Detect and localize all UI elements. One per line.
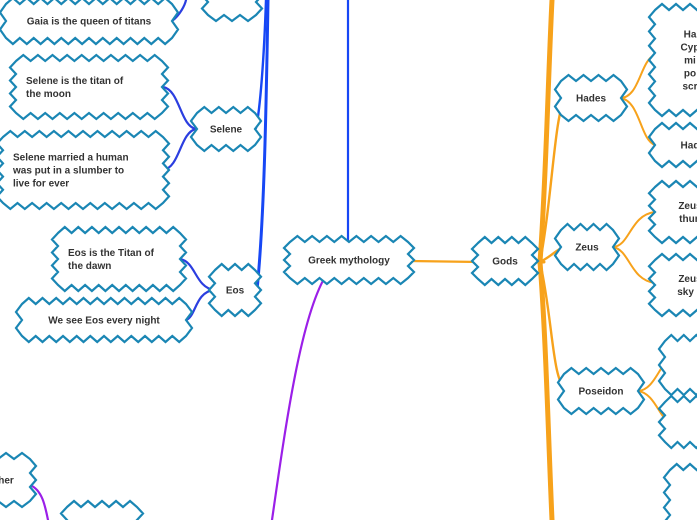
node-label: mi (684, 56, 696, 67)
selene-to-moon-connector (161, 85, 198, 131)
node-shape (647, 121, 697, 169)
node-shape (50, 225, 188, 293)
node-label: the dawn (68, 261, 111, 272)
node-gaia-queen[interactable]: Gaia is the queen of titans (0, 0, 180, 46)
node-gods[interactable]: Gods (470, 235, 540, 287)
root-to-bottom-connector (270, 275, 327, 520)
node-selene-married[interactable]: Selene married a human was put in a slumb… (0, 129, 171, 211)
node-shape (282, 234, 416, 286)
node-label: Greek mythology (308, 256, 390, 267)
hades-to-fact2-connector (619, 97, 656, 146)
node-label: sky g (677, 287, 697, 298)
node-label: was put in a slumber to (12, 166, 124, 177)
node-shape (556, 366, 646, 416)
node-label: her (0, 476, 14, 487)
node-label: Hades (576, 94, 606, 105)
node-label: scr (682, 82, 697, 93)
node-zeus-fact-1[interactable]: Zeus thun (647, 179, 697, 245)
node-label: Ha (684, 30, 697, 41)
node-eos[interactable]: Eos (207, 262, 263, 318)
node-shape (189, 105, 263, 153)
zeus-to-fact1-connector (612, 211, 656, 248)
node-shape (470, 235, 540, 287)
node-label: thun (679, 214, 697, 225)
node-root[interactable]: Greek mythology (282, 234, 416, 286)
node-shape (14, 296, 194, 344)
partial-node-poseidon-1[interactable] (657, 333, 697, 397)
node-left-edge-node[interactable]: her (0, 451, 38, 509)
node-shape (0, 129, 171, 211)
node-poseidon[interactable]: Poseidon (556, 366, 646, 416)
node-label: Zeus (678, 201, 697, 212)
node-shape (647, 2, 697, 118)
node-hades-fact-2[interactable]: Had (647, 121, 697, 169)
node-label: Selene married a human (13, 153, 129, 164)
node-selene[interactable]: Selene (189, 105, 263, 153)
node-label: Poseidon (578, 387, 623, 398)
node-label: Eos is the Titan of (68, 248, 155, 259)
partial-node-top[interactable] (200, 0, 264, 23)
node-label: Zeus (678, 274, 697, 285)
node-label: Gaia is the queen of titans (27, 17, 152, 28)
node-label: Had (681, 141, 697, 152)
node-shape (647, 252, 697, 318)
node-shape (0, 0, 180, 46)
node-selene-moon[interactable]: Selene is the titan of the moon (8, 53, 170, 121)
node-eos-night[interactable]: We see Eos every night (14, 296, 194, 344)
node-zeus-fact-2[interactable]: Zeus sky g (647, 252, 697, 318)
node-shape (0, 451, 38, 509)
zeus-to-fact2-connector (612, 246, 656, 284)
node-label: Cyp (681, 43, 697, 54)
node-shape (207, 262, 263, 318)
node-label: Selene (210, 125, 243, 136)
node-shape (647, 179, 697, 245)
node-zeus[interactable]: Zeus (553, 222, 621, 272)
node-label: po (684, 69, 696, 80)
titans-spine-connector (255, 0, 270, 292)
node-label: Selene is the titan of (26, 76, 124, 87)
node-shape (553, 73, 629, 123)
node-label: live for ever (13, 179, 69, 190)
node-shape (8, 53, 170, 121)
node-label: the moon (26, 89, 71, 100)
node-label: We see Eos every night (48, 316, 160, 327)
partial-node-poseidon-2[interactable] (657, 394, 697, 450)
left-edge-connector (28, 483, 50, 520)
node-shape (553, 222, 621, 272)
node-hades[interactable]: Hades (553, 73, 629, 123)
root-to-gods-connector (408, 259, 482, 264)
partial-node-bottom-right[interactable] (662, 462, 697, 520)
node-label: Gods (492, 257, 518, 268)
node-label: Zeus (575, 243, 599, 254)
partial-node-bottom[interactable] (59, 499, 145, 520)
node-eos-dawn[interactable]: Eos is the Titan of the dawn (50, 225, 188, 293)
node-label: Eos (226, 286, 245, 297)
